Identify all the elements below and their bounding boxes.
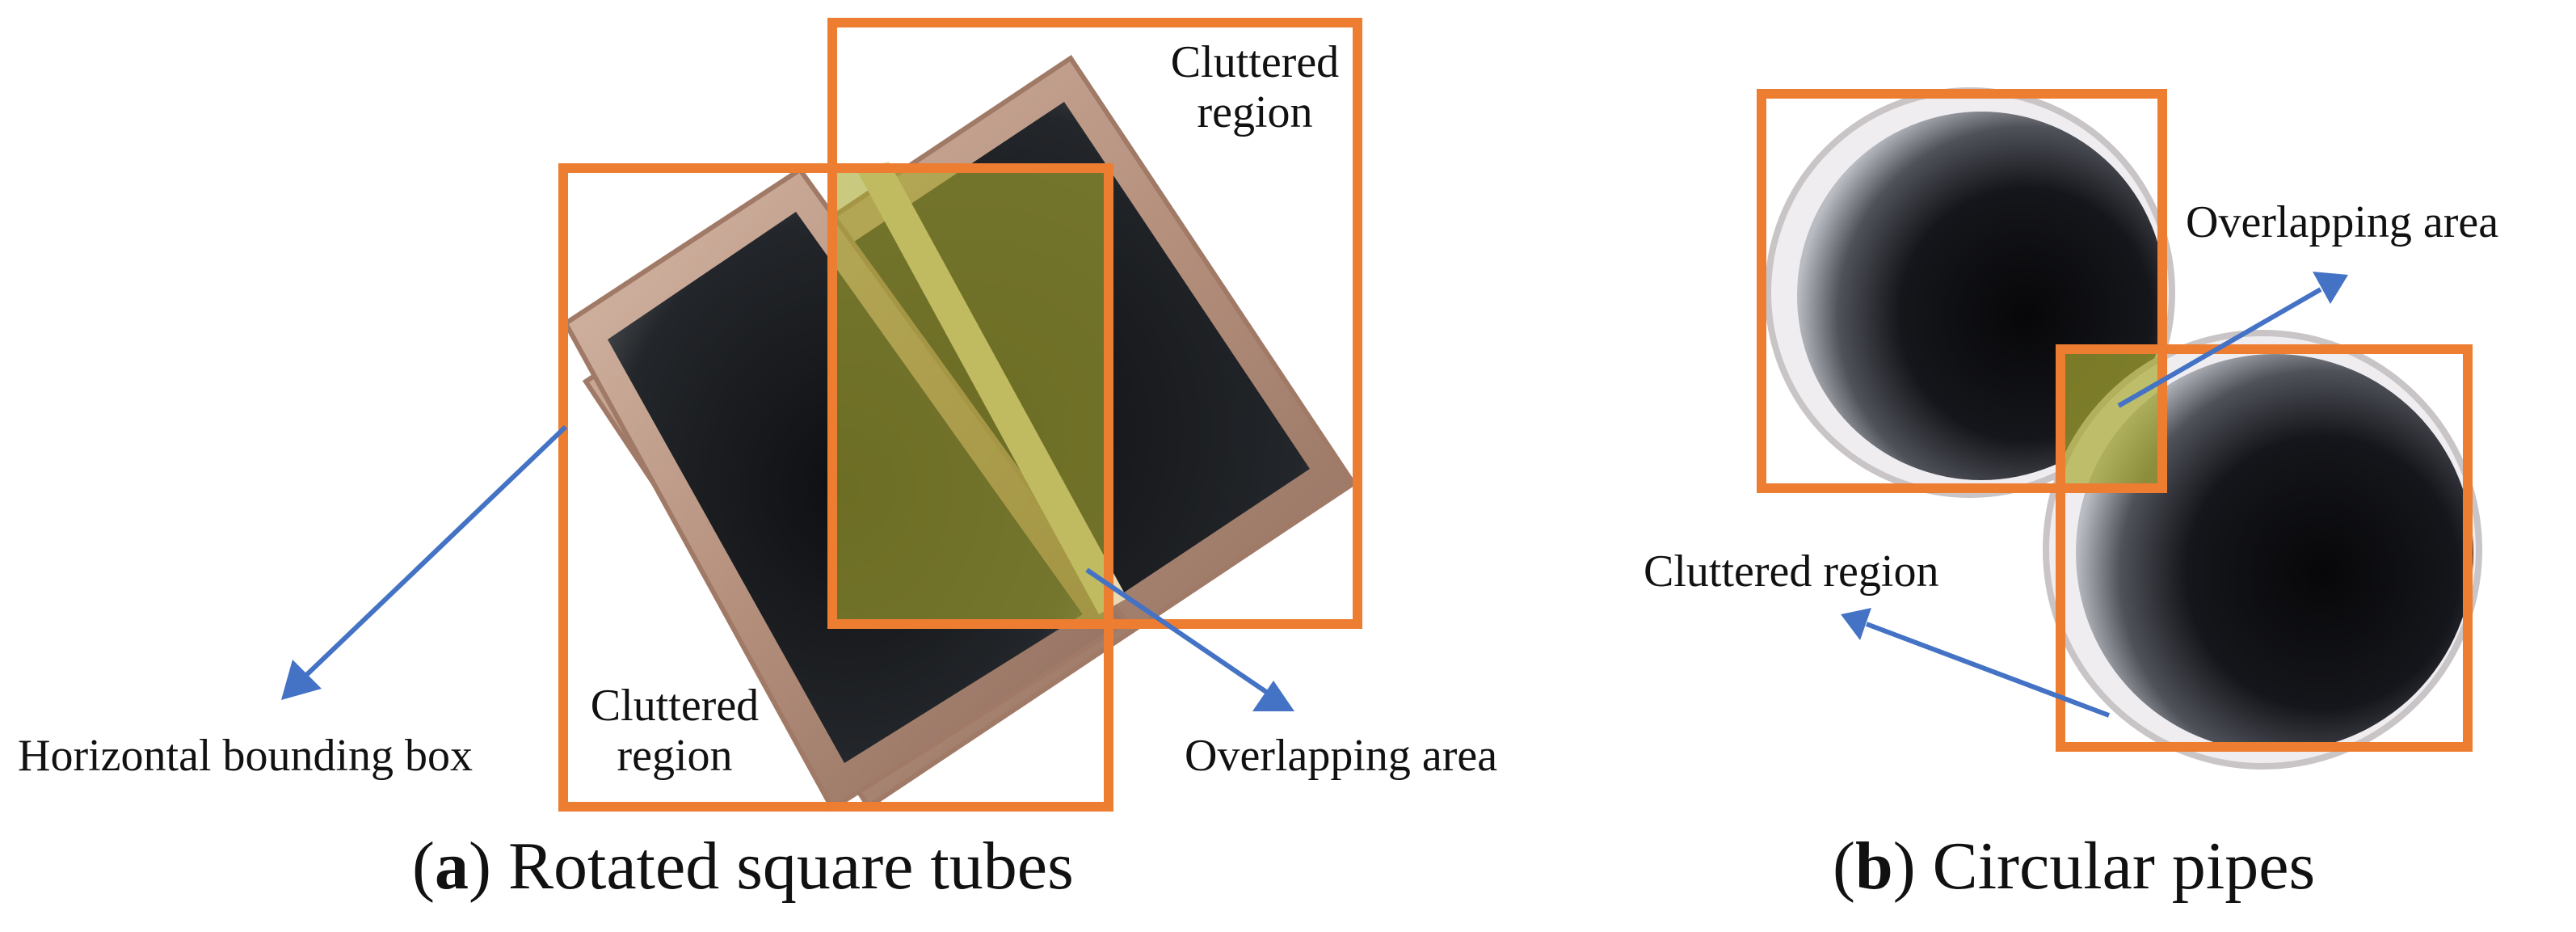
arrow-overlapping-b [2117,287,2322,408]
bounding-box-a-top [827,18,1362,629]
caption-a: (a) Rotated square tubes [412,829,1074,904]
label-line: region [617,731,733,781]
arrow-overlapping-a-head [1252,681,1294,711]
caption-letter: a [434,829,469,904]
label-cluttered-region-a-top: Cluttered region [1146,37,1364,137]
label-line: Cluttered [1170,37,1340,87]
label-cluttered-region-a-bottom: Cluttered region [566,681,784,781]
bounding-box-b-right [2056,344,2473,752]
overlap-highlight-b [2060,348,2162,489]
caption-open: ( [412,829,435,904]
overlap-highlight-a [832,168,1107,619]
arrow-horizontal-box-head [281,660,322,700]
caption-text: ) Circular pipes [1892,829,2316,904]
label-line: Cluttered [590,681,760,731]
arrow-overlapping-b-head [2313,272,2348,304]
arrow-cluttered-b-head [1841,608,1871,640]
caption-open: ( [1833,829,1855,904]
label-horizontal-bounding-box: Horizontal bounding box [18,731,474,781]
caption-b: (b) Circular pipes [1833,829,2315,904]
label-overlapping-area-b: Overlapping area [2186,197,2499,247]
arrow-horizontal-box [298,424,568,683]
arrow-overlapping-a [1085,567,1270,696]
label-cluttered-region-b: Cluttered region [1644,546,1939,597]
bounding-box-a-bottom [558,163,1113,812]
arrow-cluttered-b [1865,622,2111,718]
label-overlapping-area-a: Overlapping area [1185,731,1498,781]
caption-letter: b [1854,829,1893,904]
label-line: region [1197,87,1313,137]
bounding-box-b-left [1757,89,2167,493]
caption-text: ) Rotated square tubes [468,829,1074,904]
